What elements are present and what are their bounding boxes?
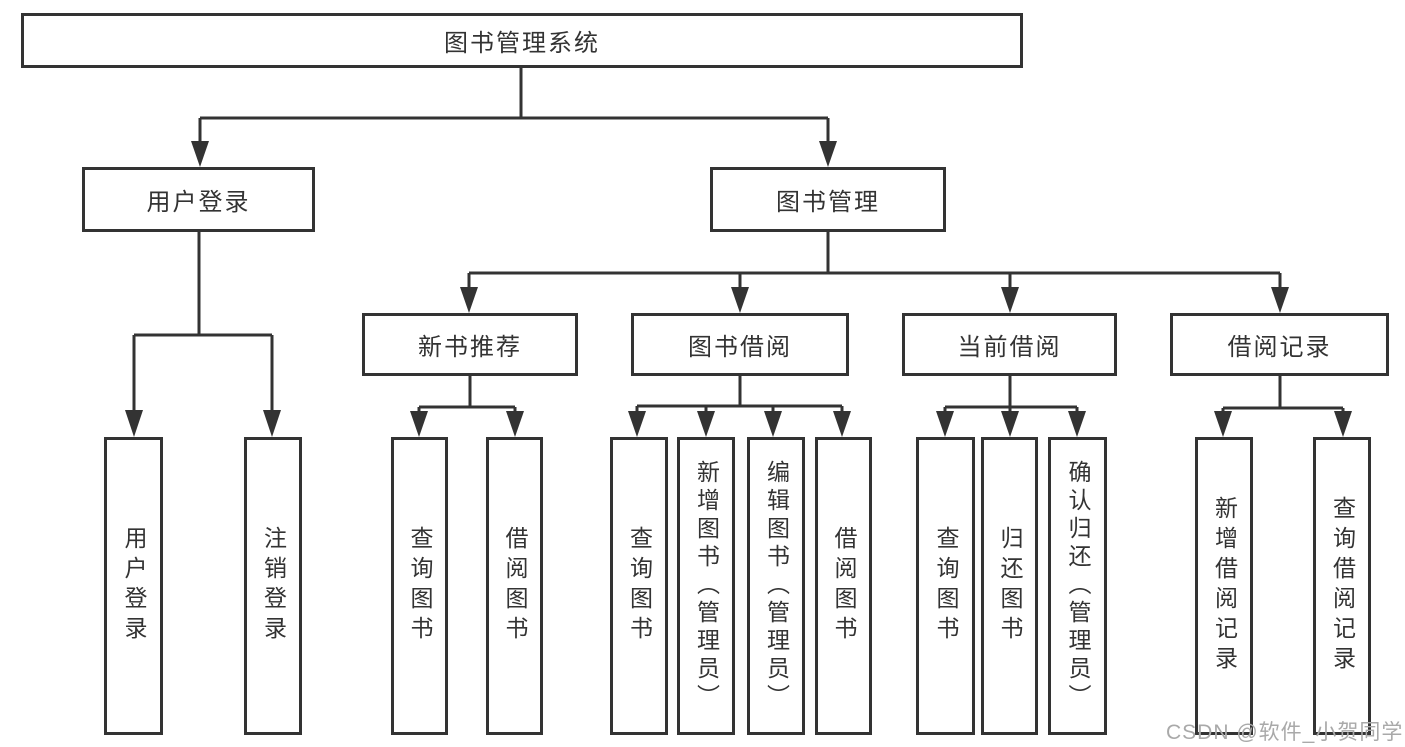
connector-current-borrow <box>936 376 1086 437</box>
leaf-return-book: 归还图书 <box>981 437 1038 735</box>
node-label: 当前借阅 <box>957 334 1062 361</box>
node-label: 借阅记录 <box>1227 334 1332 361</box>
leaf-confirm-return-admin: 确认归还（管理员） <box>1048 437 1107 735</box>
node-label: 图书管理 <box>776 189 880 216</box>
node-label: 新书推荐 <box>418 334 522 361</box>
leaf-user-login: 用户登录 <box>104 437 163 735</box>
node-label: 查询图书 <box>626 526 653 646</box>
node-book-borrow: 图书借阅 <box>631 313 849 376</box>
node-label: 图书借阅 <box>688 334 792 361</box>
connector-user-login <box>125 232 281 437</box>
node-label: 用户登录 <box>146 189 251 216</box>
node-borrow-records: 借阅记录 <box>1170 313 1389 376</box>
node-label: 确认归还（管理员） <box>1065 460 1091 712</box>
node-label: 查询图书 <box>933 526 959 646</box>
node-label: 借阅图书 <box>831 526 857 646</box>
leaf-borrow-books-recommend: 借阅图书 <box>486 437 543 735</box>
connector-book-borrow <box>628 376 851 437</box>
leaf-borrow-books-2: 借阅图书 <box>815 437 872 735</box>
leaf-query-books-borrow: 查询图书 <box>610 437 668 735</box>
node-label: 新增借阅记录 <box>1211 496 1238 676</box>
leaf-logout: 注销登录 <box>244 437 302 735</box>
node-label: 编辑图书（管理员） <box>763 460 790 712</box>
node-label: 用户登录 <box>121 526 147 646</box>
connector-root <box>191 68 837 167</box>
csdn-watermark: CSDN @软件_小贺同学 <box>1166 721 1404 744</box>
node-new-book-recommend: 新书推荐 <box>362 313 578 376</box>
node-label: 查询借阅记录 <box>1329 496 1356 676</box>
connector-new-book-recommend <box>410 376 524 437</box>
leaf-edit-book-admin: 编辑图书（管理员） <box>747 437 805 735</box>
leaf-add-borrow-record: 新增借阅记录 <box>1195 437 1253 735</box>
node-label: 新增图书（管理员） <box>693 460 720 712</box>
node-label: 借阅图书 <box>502 526 528 646</box>
node-current-borrow: 当前借阅 <box>902 313 1117 376</box>
node-user-login: 用户登录 <box>82 167 315 232</box>
leaf-query-books-recommend: 查询图书 <box>391 437 448 735</box>
node-label: 查询图书 <box>407 526 433 646</box>
node-label: 注销登录 <box>260 526 287 646</box>
leaf-query-books-current: 查询图书 <box>916 437 975 735</box>
node-library-system: 图书管理系统 <box>21 13 1023 68</box>
leaf-query-borrow-record: 查询借阅记录 <box>1313 437 1371 735</box>
node-book-management: 图书管理 <box>710 167 946 232</box>
connector-book-management <box>460 232 1289 313</box>
connector-borrow-records <box>1214 376 1352 437</box>
node-label: 图书管理系统 <box>444 30 600 57</box>
leaf-add-book-admin: 新增图书（管理员） <box>677 437 735 735</box>
node-label: 归还图书 <box>997 526 1023 646</box>
